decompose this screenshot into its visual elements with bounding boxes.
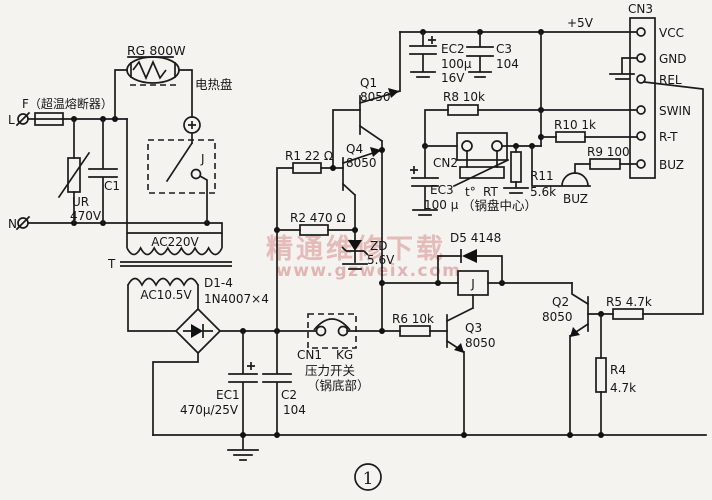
cn3-pin-rt: R-T — [659, 130, 678, 144]
primary-label: AC220V — [151, 235, 199, 249]
r2-label: R2 470 Ω — [290, 211, 346, 225]
q4-part: 8050 — [346, 156, 377, 170]
r11-value: 5.6k — [530, 185, 556, 199]
c3-value: 104 — [496, 57, 519, 71]
fuse-label: F（超温熔断器） — [22, 96, 113, 111]
heater-ref: RG 800W — [127, 43, 186, 58]
r11-symbol — [510, 151, 522, 183]
neutral-label: N — [8, 217, 17, 231]
q3-part: 8050 — [465, 336, 496, 350]
rt-t-mark: t° — [465, 185, 476, 199]
kg-label: KG — [336, 348, 353, 362]
r8-symbol — [447, 104, 479, 116]
ec3-value: 100 μ — [424, 198, 459, 212]
surge-protection: UR 470V C1 — [57, 118, 120, 224]
r4-value: 4.7k — [610, 381, 636, 395]
relay-coil-label: J — [470, 277, 475, 291]
figure-number: 1 — [354, 463, 382, 491]
rectifier-ref: D1-4 — [204, 276, 233, 290]
watermark: 精通维修下载 www.gzweix.com — [266, 234, 462, 281]
live-label: L — [8, 113, 15, 127]
r10-label: R10 1k — [554, 118, 596, 132]
rectifier-part: 1N4007×4 — [204, 292, 269, 306]
transformer-ref: T — [107, 257, 116, 271]
dc-filter: EC1 470μ/25V C2 104 — [152, 328, 707, 461]
ec2-ref: EC2 — [441, 42, 465, 56]
cn1-label: CN1 — [297, 348, 322, 362]
pressure-switch-name: 压力开关 — [305, 363, 355, 378]
cn3-ref: CN3 — [628, 2, 653, 16]
r11-ref: R11 — [530, 169, 554, 183]
ec2-voltage: 16V — [441, 71, 465, 85]
voltage-regulator: R1 22 Ω Q1 8050 Q4 8050 R2 470 Ω ZD 5.6V — [274, 31, 402, 332]
ground-icon — [227, 434, 259, 461]
cn2-label: CN2 — [433, 156, 458, 170]
cn3-connector: CN3 VCC GND REL SWIN R-T BUZ — [609, 2, 704, 315]
r4-symbol — [595, 357, 607, 393]
c2-ref: C2 — [281, 388, 297, 402]
ec1-ref: EC1 — [216, 388, 240, 402]
r5-symbol — [612, 308, 644, 320]
ec3-ref: EC3 — [430, 183, 454, 197]
r10-symbol — [555, 131, 586, 143]
rail-label: +5V — [567, 16, 594, 30]
r8-label: R8 10k — [443, 90, 485, 104]
cn3-pin-vcc: VCC — [659, 26, 684, 40]
zd-ref: ZD — [370, 239, 387, 253]
r1-label: R1 22 Ω — [285, 149, 333, 163]
contact-point — [190, 168, 202, 180]
secondary-label: AC10.5V — [140, 288, 192, 302]
cn2-connector — [456, 132, 508, 161]
transformer: AC220V T AC10.5V D1-4 1N4007×4 — [107, 118, 269, 306]
figure-number-text: 1 — [363, 469, 374, 489]
cn3-pin-buz: BUZ — [659, 158, 684, 172]
buzzer-circuit: R9 100 BUZ — [529, 143, 638, 206]
relay-driver: J D5 4148 Q2 8050 R5 4.7k R4 4.7k — [379, 231, 652, 438]
five-volt-rail: +5V EC2 100μ 16V C3 104 — [399, 16, 638, 85]
r6-label: R6 10k — [392, 312, 434, 326]
temperature-sensor: R8 10k R10 1k CN2 t° RT （锅盘中心） EC3 100 μ… — [410, 31, 638, 216]
r4-ref: R4 — [610, 363, 626, 377]
r5-label: R5 4.7k — [606, 295, 652, 309]
q1-ref: Q1 — [360, 76, 377, 90]
r9-label: R9 100 — [587, 145, 630, 159]
cn3-pin-swin: SWIN — [659, 104, 691, 118]
ec1-value: 470μ/25V — [180, 403, 239, 417]
ec2-value: 100μ — [441, 57, 472, 71]
c3-ref: C3 — [496, 42, 512, 56]
rt-thermistor-symbol — [459, 166, 505, 179]
bridge-rectifier — [127, 284, 317, 436]
buzzer-label: BUZ — [563, 192, 588, 206]
q2-ref: Q2 — [552, 295, 569, 309]
r1-symbol — [292, 162, 322, 174]
zd-value: 5.6V — [367, 253, 395, 267]
heater-name: 电热盘 — [195, 77, 233, 92]
q1-part: 8050 — [360, 90, 391, 104]
cn3-box — [629, 17, 656, 179]
pressure-switch-location: （锅底部） — [307, 378, 370, 393]
r9-symbol — [589, 158, 621, 170]
d5-label: D5 4148 — [450, 231, 501, 245]
c2-value: 104 — [283, 403, 306, 417]
r6-symbol — [399, 325, 431, 337]
cn3-pin-gnd: GND — [659, 52, 687, 66]
rt-location: （锅盘中心） — [462, 198, 537, 213]
pressure-switch-circuit: CN1 KG 压力开关 （锅底部） R6 10k Q3 8050 — [297, 294, 496, 438]
buzzer-icon — [561, 172, 589, 187]
relay-contact-box — [147, 139, 216, 194]
q4-ref: Q4 — [346, 142, 363, 156]
cn3-pin-rel: REL — [659, 73, 682, 87]
q3-ref: Q3 — [465, 321, 482, 335]
varistor-ref: UR — [72, 195, 89, 209]
heater-branch: RG 800W 电热盘 J — [114, 43, 233, 224]
q2-part: 8050 — [542, 310, 573, 324]
watermark-line2: www.gzweix.com — [276, 261, 462, 281]
rt-ref: RT — [483, 185, 498, 199]
c1-label: C1 — [104, 179, 120, 193]
relay-contact-label: J — [200, 152, 205, 166]
varistor-value: 470V — [70, 209, 102, 223]
